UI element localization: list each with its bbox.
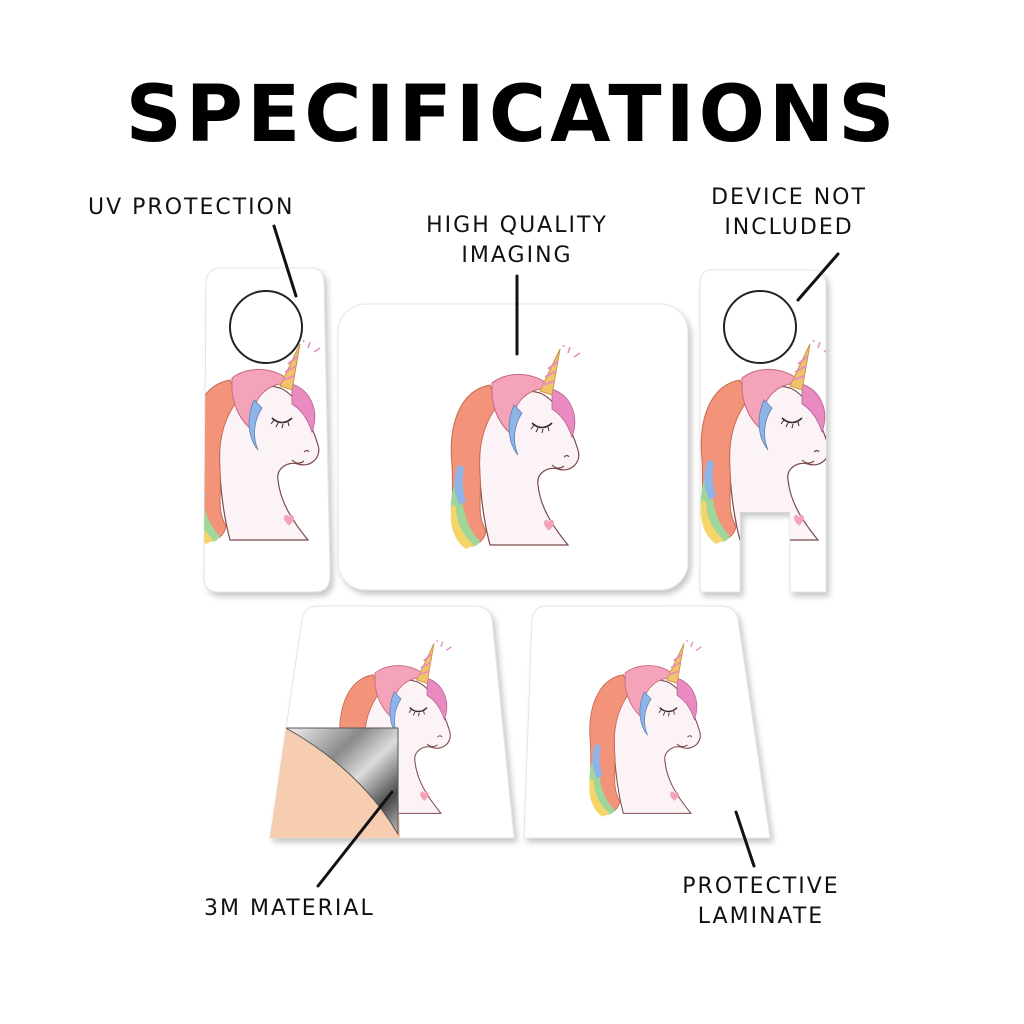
camera-cutout-right <box>723 290 797 364</box>
callout-device-line2: INCLUDED <box>724 215 854 240</box>
callout-protective-laminate: PROTECTIVE LAMINATE <box>676 872 846 932</box>
callout-device-line1: DEVICE NOT <box>711 185 867 210</box>
callout-uv-protection-text: UV PROTECTION <box>88 195 295 220</box>
callout-laminate-line2: LAMINATE <box>697 904 825 929</box>
callout-device-not-included: DEVICE NOT INCLUDED <box>704 183 874 243</box>
callout-high-quality-imaging: HIGH QUALITY IMAGING <box>417 211 617 271</box>
callout-lines <box>272 224 840 888</box>
page-title: SPECIFICATIONS <box>125 70 899 160</box>
camera-cutout-left <box>229 290 303 364</box>
callout-high-quality-line1: HIGH QUALITY <box>426 213 608 238</box>
callout-3m-material-text: 3M MATERIAL <box>204 896 375 921</box>
callout-3m-material: 3M MATERIAL <box>204 894 375 924</box>
callout-uv-protection: UV PROTECTION <box>88 193 294 223</box>
callout-high-quality-line2: IMAGING <box>461 243 573 268</box>
callout-laminate-line1: PROTECTIVE <box>682 874 840 899</box>
